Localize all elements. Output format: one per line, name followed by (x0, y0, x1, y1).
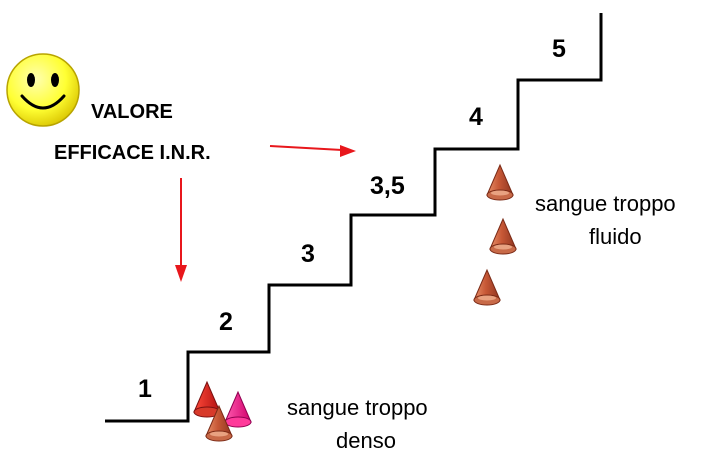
blood-drop-icon (473, 269, 501, 306)
blood-drop-icon (486, 164, 514, 201)
step-label-2: 2 (219, 308, 233, 336)
step-label-1: 1 (138, 375, 152, 403)
note-thick-line1: sangue troppo (287, 395, 428, 420)
note-thick-line2: denso (336, 428, 396, 449)
red-arrow-icon-down (175, 178, 187, 282)
blood-drop-cluster (193, 380, 252, 442)
target-label-line1: VALORE (91, 101, 173, 123)
step-label-4: 4 (469, 103, 483, 131)
step-label-3: 3 (301, 240, 315, 268)
blood-drop-icon (489, 218, 517, 255)
step-label-3-5: 3,5 (370, 172, 405, 200)
step-label-5: 5 (552, 35, 566, 63)
note-thin-line1: sangue troppo (535, 191, 676, 216)
staircase-line (105, 13, 603, 423)
note-thin-line2: fluido (589, 224, 642, 249)
red-arrow-icon-right (269, 145, 356, 157)
target-label-line2: EFFICACE I.N.R. (54, 142, 211, 164)
smiley-face-icon (6, 53, 80, 127)
